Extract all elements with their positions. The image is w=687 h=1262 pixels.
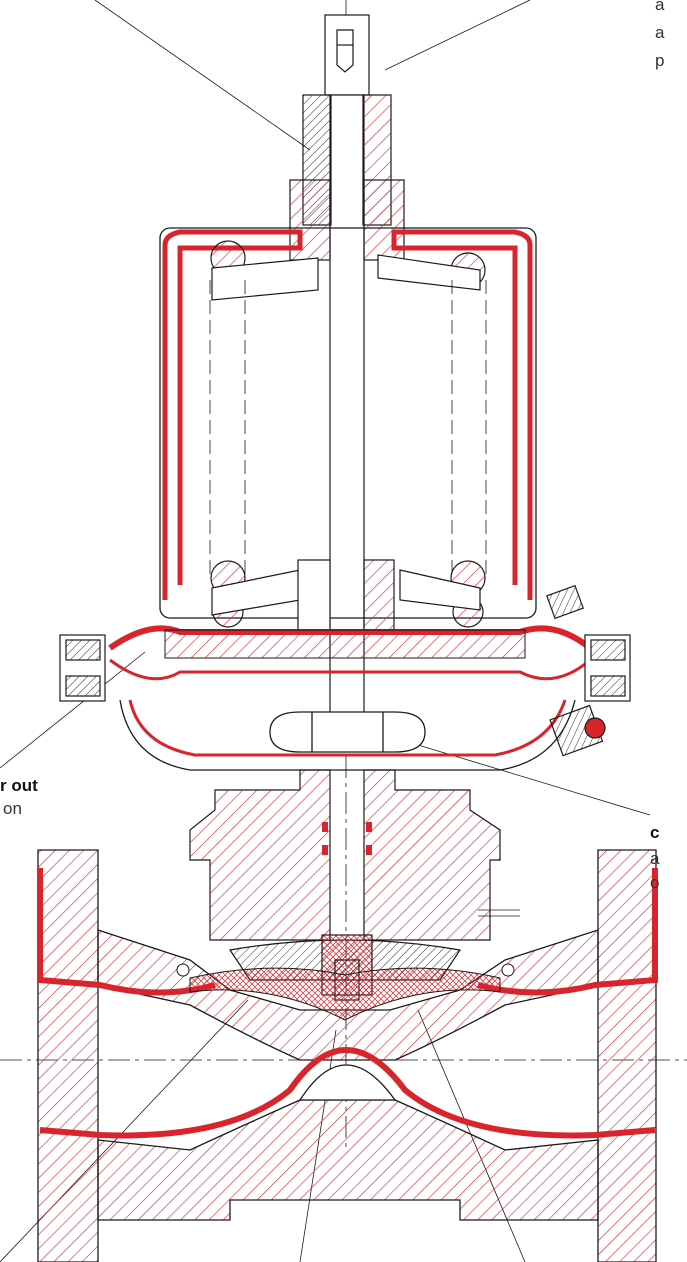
bonnet-indicator — [478, 909, 520, 917]
yoke-nut — [269, 711, 426, 753]
label-air-out-subtitle: on — [3, 799, 22, 818]
piston — [297, 559, 395, 633]
actuator-housing — [159, 227, 537, 619]
springs — [210, 240, 486, 628]
label-right-line-1: a — [650, 849, 660, 868]
air-fittings — [546, 584, 606, 757]
valve-body — [37, 849, 657, 1262]
label-right-title: c — [650, 822, 659, 843]
spring-guides — [209, 280, 487, 580]
label-right-bold: c — [650, 823, 660, 842]
label-right-line-2: o — [650, 873, 660, 892]
label-air-out-bold: r out — [0, 776, 38, 795]
label-top-right-line-3: p — [655, 51, 665, 70]
label-air-out-title: r out — [0, 775, 38, 796]
stem-nuts — [289, 94, 405, 261]
bonnet — [189, 769, 501, 1001]
flange-bolts — [59, 634, 631, 702]
diaphragm — [176, 963, 515, 1021]
label-top-right-line-1: a — [655, 0, 665, 14]
seal-rings — [322, 822, 372, 855]
actuator-stem — [324, 14, 370, 721]
label-top-right-line-2: a — [655, 23, 665, 42]
